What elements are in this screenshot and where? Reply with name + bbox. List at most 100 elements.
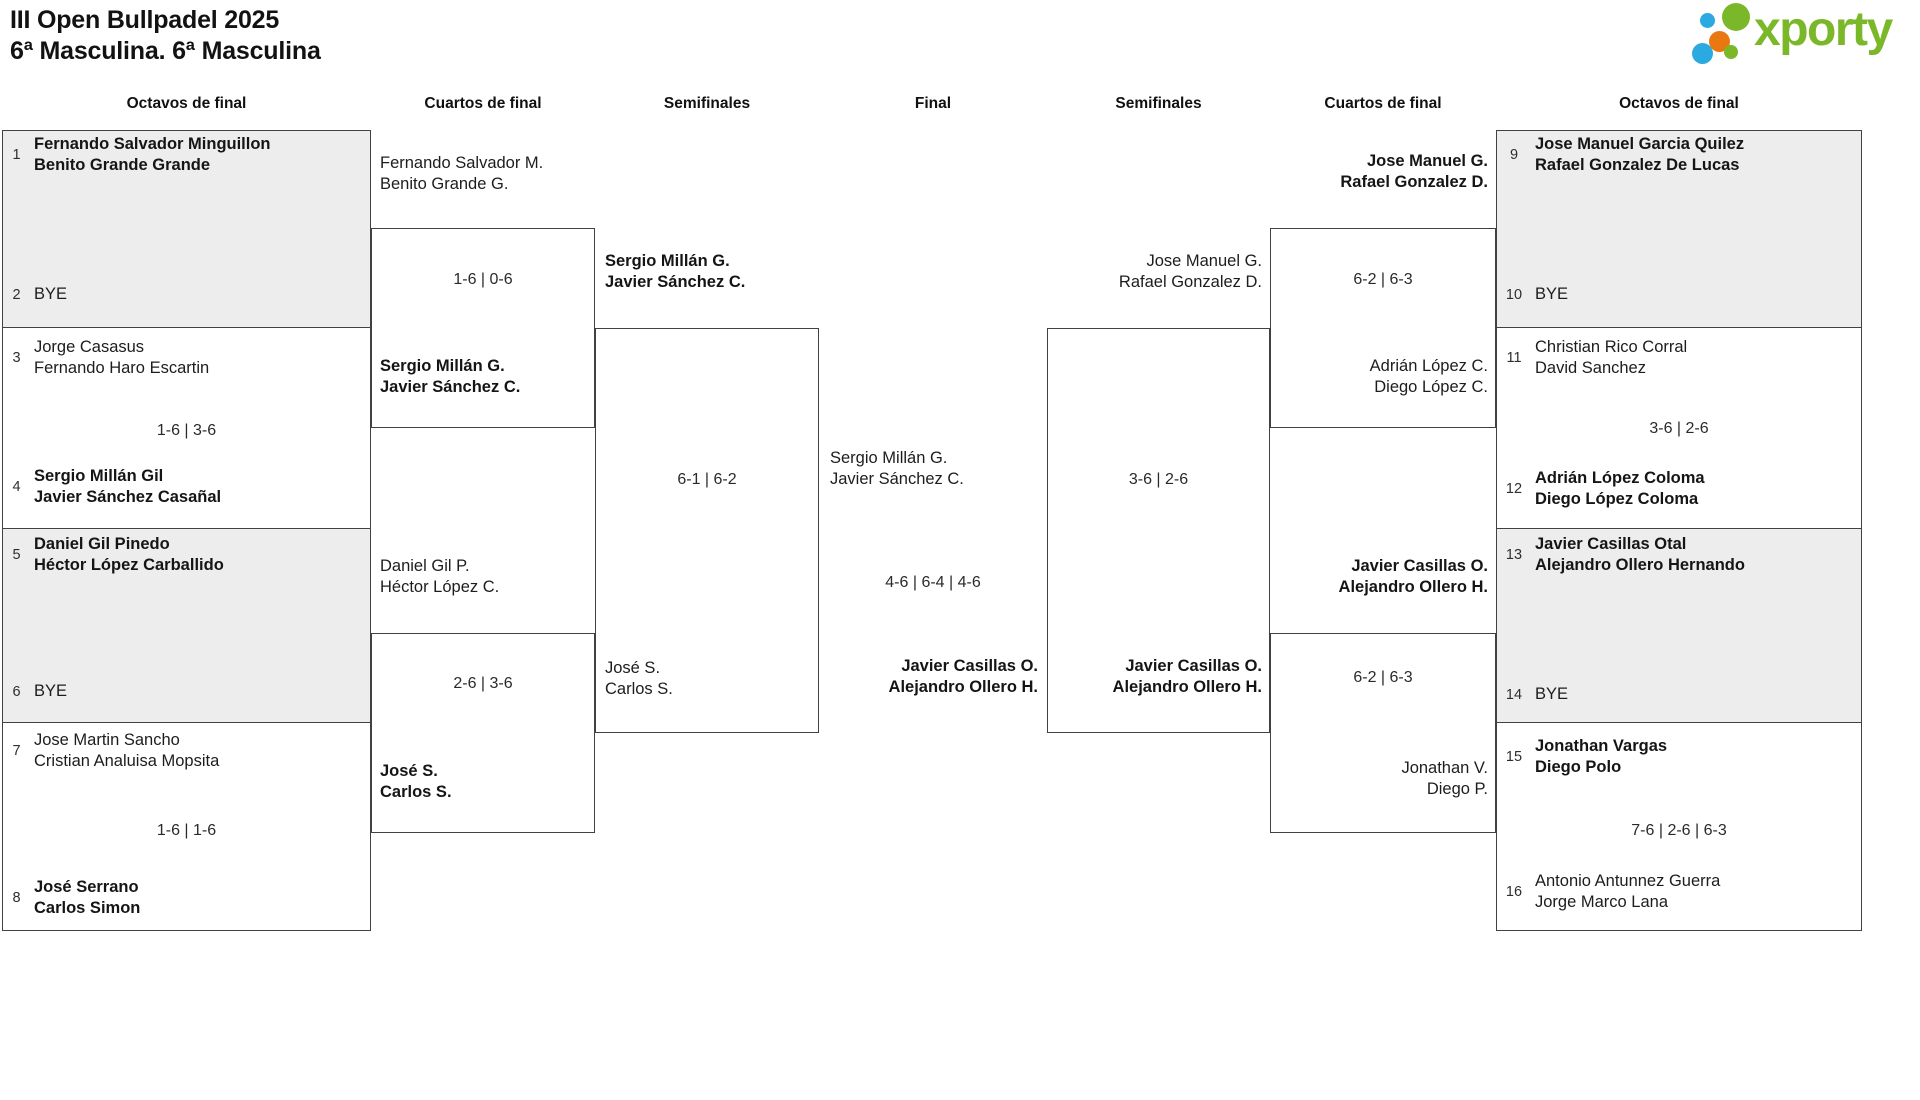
score-cuartos-left-lower: 2-6 | 3-6: [453, 675, 513, 692]
player-name: Carlos Simon: [34, 899, 141, 917]
player-name: Cristian Analuisa Mopsita: [34, 752, 220, 770]
player-name: Fernando Salvador M.: [380, 154, 544, 172]
player-name: Rafael Gonzalez D.: [1118, 273, 1262, 291]
seed-number: 8: [12, 890, 21, 906]
logo-dot-green-large: [1722, 3, 1750, 31]
bracket-box-cuartos-left-upper: [371, 228, 595, 428]
player-name: Christian Rico Corral: [1535, 338, 1688, 356]
qf-right-team-adrian-lopez-c: Adrián López C. Diego López C.: [1270, 356, 1488, 398]
seed-number: 11: [1506, 350, 1522, 366]
seed-number: 13: [1505, 547, 1523, 563]
qf-right-team-jose-manuel-g: Jose Manuel G.Rafael Gonzalez D.: [1270, 151, 1488, 193]
player-name: Adrián López Coloma: [1535, 469, 1705, 487]
player-name: Héctor López C.: [380, 578, 500, 596]
bracket-box-semifinal-left: [595, 328, 819, 733]
player-name: Sergio Millán G.: [605, 252, 730, 270]
bye-seed-14: 14 BYE: [1502, 684, 1568, 705]
round-header-semis-right: Semifinales: [1115, 95, 1202, 112]
player-name: José S.: [380, 762, 438, 780]
match-shade: [1497, 529, 1861, 722]
bye-label: BYE: [34, 682, 68, 700]
xporty-logo: xporty: [1690, 0, 1920, 72]
bracket-box-cuartos-left-lower: [371, 633, 595, 833]
seed-number: 6: [12, 683, 21, 700]
page-title: III Open Bullpadel 2025 6ª Masculina. 6ª…: [10, 5, 321, 67]
qf-left-team-fernando-salvador-m: Fernando Salvador M. Benito Grande G.: [380, 153, 543, 195]
seed-number: 3: [12, 350, 21, 366]
bracket-box-octavos-left: [2, 130, 371, 931]
match-divider: [1496, 528, 1862, 529]
player-name: Alejandro Ollero H.: [888, 678, 1038, 696]
score-final: 4-6 | 6-4 | 4-6: [885, 574, 981, 591]
player-name: Diego P.: [1426, 780, 1488, 798]
sf-right-team-jose-manuel-g: Jose Manuel G. Rafael Gonzalez D.: [1047, 251, 1262, 293]
score-octavos-7-8: 1-6 | 1-6: [156, 822, 217, 839]
final-team-sergio-millan-g: Sergio Millán G.Javier Sánchez C.: [830, 448, 964, 490]
score-octavos-3-4: 1-6 | 3-6: [156, 422, 217, 439]
player-name: Javier Sánchez Casañal: [34, 488, 222, 506]
qf-right-team-javier-casillas-o: Javier Casillas O.Alejandro Ollero H.: [1270, 556, 1488, 598]
player-name: Jose Martin Sancho: [34, 731, 180, 749]
match-shade: [3, 131, 370, 327]
bye-seed-2: 2 BYE: [8, 284, 67, 305]
seed-number: 7: [12, 743, 21, 759]
player-name: Javier Casillas O.: [1351, 557, 1488, 575]
round-header-octavos-right: Octavos de final: [1619, 95, 1739, 112]
bye-seed-6: 6 BYE: [8, 681, 67, 702]
player-name: Jorge Marco Lana: [1535, 893, 1668, 911]
player-name: Diego López C.: [1374, 378, 1488, 396]
player-name: Javier Casillas O.: [901, 657, 1038, 675]
player-name: Benito Grande G.: [380, 175, 509, 193]
player-name: Benito Grande Grande: [34, 156, 211, 174]
player-name: Daniel Gil Pinedo: [34, 535, 170, 553]
player-name: Sergio Millán G.: [830, 449, 948, 467]
player-name: Javier Casillas Otal: [1535, 535, 1687, 553]
round-header-final: Final: [914, 95, 952, 112]
player-name: Jonathan Vargas: [1535, 737, 1668, 755]
player-name: Fernando Salvador Minguillon: [34, 135, 271, 153]
player-name: Carlos S.: [380, 783, 452, 801]
player-name: Adrián López C.: [1369, 357, 1488, 375]
seed-number: 15: [1505, 749, 1523, 765]
qf-left-team-jose-s: José S. Carlos S.: [380, 761, 452, 803]
category-subtitle: 6ª Masculina. 6ª Masculina: [10, 37, 321, 65]
logo-dot-green-small: [1724, 45, 1738, 59]
bracket-box-octavos-right: [1496, 130, 1862, 931]
bracket-box-cuartos-right-upper: [1270, 228, 1496, 428]
logo-dot-blue-small: [1700, 13, 1715, 28]
player-name: Fernando Haro Escartin: [34, 359, 210, 377]
logo-dot-blue-medium: [1692, 43, 1713, 64]
bye-label: BYE: [34, 285, 68, 303]
qf-right-team-jonathan-v: Jonathan V. Diego P.: [1270, 758, 1488, 800]
seed-number: 10: [1505, 286, 1523, 303]
player-name: Rafael Gonzalez De Lucas: [1535, 156, 1740, 174]
seed-number: 12: [1505, 481, 1523, 497]
score-semifinal-left: 6-1 | 6-2: [677, 471, 737, 488]
qf-left-team-daniel-gil-p: Daniel Gil P.Héctor López C.: [380, 556, 499, 598]
player-name: Sergio Millán Gil: [34, 467, 164, 485]
match-divider: [2, 327, 371, 328]
seed-number: 5: [12, 547, 21, 563]
player-name: Javier Sánchez C.: [380, 378, 521, 396]
player-name: Jose Manuel G.: [1146, 252, 1262, 270]
player-name: Jonathan V.: [1401, 759, 1488, 777]
player-name: Carlos S.: [605, 680, 673, 698]
player-name: Sergio Millán G.: [380, 357, 505, 375]
player-name: Alejandro Ollero H.: [1112, 678, 1262, 696]
score-octavos-11-12: 3-6 | 2-6: [1649, 420, 1709, 437]
bye-seed-10: 10 BYE: [1502, 284, 1568, 305]
match-divider: [1496, 722, 1862, 723]
sf-right-team-javier-casillas-o: Javier Casillas O.Alejandro Ollero H.: [1047, 656, 1262, 698]
match-divider: [1496, 327, 1862, 328]
match-divider: [2, 722, 371, 723]
score-cuartos-right-upper: 6-2 | 6-3: [1353, 271, 1413, 288]
